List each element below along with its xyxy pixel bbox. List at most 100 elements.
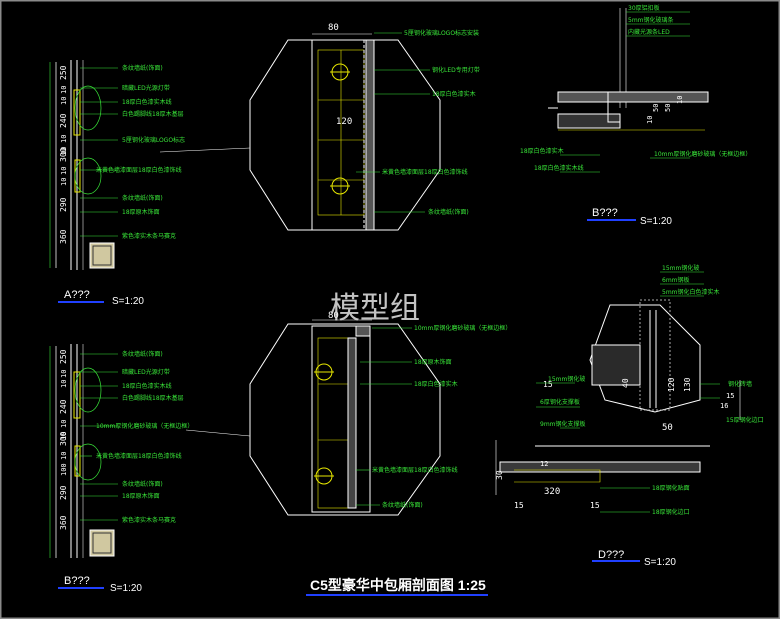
dim-text: 10 [60, 167, 68, 175]
dim-text: 80 [328, 23, 339, 33]
dim-text: 120 [336, 117, 352, 127]
annotation: 18厚原木饰面 [414, 358, 452, 366]
annotation: 18厚原木饰面 [122, 208, 160, 216]
annotation: 米黄色墙漆面层18厚白色漆饰线 [96, 452, 182, 460]
annotation: 18厚白色漆实木 [432, 90, 476, 98]
dim-text: 10 [60, 86, 68, 94]
annotation: 10mm厚钢化磨砂玻璃（无框边框） [414, 324, 511, 332]
dim-text: 290 [59, 485, 68, 500]
detail-scale: S=1:20 [644, 557, 676, 568]
leader-lines-left-bottom [80, 353, 251, 521]
dim-text: 290 [59, 197, 68, 212]
leader-lines-circle-top [356, 32, 430, 213]
dim-text: 360 [59, 515, 68, 530]
dim-text: 50 [662, 423, 673, 433]
drawing-title-block: C5型豪华中包厢剖面图 1:25 [306, 577, 488, 596]
detail-label-b-top: B??? S=1:20 [587, 207, 672, 227]
annotation: 15mm钢化玻 [662, 264, 699, 272]
drawing-title: C5型豪华中包厢剖面图 1:25 [310, 577, 486, 593]
annotation: 18厚白色漆实木 [520, 147, 564, 155]
notes-d: 15mm钢化玻 6mm钢板 5mm钢化白色漆实木 钢化砖墙 15厚钢化边口 15… [540, 264, 764, 516]
annotation: 30厚铝扣板 [628, 4, 660, 12]
annotation: 白色踢脚线18厚木基层 [122, 110, 184, 118]
detail-label: B??? [64, 575, 90, 587]
dim-text: 15 [726, 392, 734, 400]
annotation: 5厘钢化玻璃LOGO标志安装 [404, 29, 479, 37]
section-b-bottom-left [49, 344, 115, 558]
annotation: 18厚钢化边口 [652, 508, 690, 516]
leader-lines-b [560, 11, 690, 173]
notes-left-bottom: 条纹墙纸(饰面) 暗藏LED光源灯带 18厚白色漆实木线 白色踢脚线18厚木基层… [96, 350, 193, 524]
circle-detail-top [249, 33, 441, 231]
dims-left-top: 250 10 10 240 10 10 300 10 10 290 360 [59, 65, 68, 244]
detail-label: D??? [598, 549, 624, 561]
dim-text: 15 [514, 501, 524, 510]
dim-text: 12 [540, 460, 548, 468]
leader-lines-circle-bottom [356, 327, 412, 506]
annotation: 18厚原木饰面 [122, 492, 160, 500]
dim-text: 10 [60, 147, 68, 155]
annotation: 6mm钢板 [662, 276, 690, 284]
dim-text: 10 [60, 370, 68, 378]
dim-text: 50 [652, 104, 660, 112]
leader-lines-d [536, 271, 720, 513]
annotation: 18厚白色漆实木线 [534, 164, 584, 172]
annotation: 15mm钢化玻 [548, 375, 585, 383]
dim-text: 10 [60, 178, 68, 186]
dim-text: 10 [60, 97, 68, 105]
annotation: 白色踢脚线18厚木基层 [122, 394, 184, 402]
annotation: 条纹墙纸(饰面) [122, 194, 163, 202]
annotation: 6厚钢化支撑板 [540, 398, 580, 406]
dim-text: 15 [590, 501, 600, 510]
notes-circle-top: 5厘钢化玻璃LOGO标志安装 钢化LED专用灯带 18厚白色漆实木 米黄色墙漆面… [382, 29, 480, 216]
dim-text: 30 [495, 470, 504, 480]
detail-label-d: D??? S=1:20 [592, 549, 676, 568]
notes-left-top: 条纹墙纸(饰面) 暗藏LED光源灯带 18厚白色漆实木线 白色踢脚线18厚木基层… [96, 64, 185, 240]
detail-scale: S=1:20 [110, 583, 142, 594]
detail-label-a: A??? S=1:20 [58, 289, 144, 307]
annotation: 暗藏LED光源灯带 [122, 368, 170, 376]
detail-label: A??? [64, 289, 90, 301]
watermark: 模型组 [330, 291, 420, 326]
annotation: 18厚白色漆实木线 [122, 382, 172, 390]
annotation: 9mm钢化支撑板 [540, 420, 586, 428]
detail-scale: S=1:20 [640, 216, 672, 227]
dims-d: 15 40 120 130 50 30 12 320 15 15 16 15 [495, 377, 734, 510]
dim-text: 10 [60, 135, 68, 143]
dim-text: 10 [60, 452, 68, 460]
annotation: 18厚白色漆实木线 [122, 98, 172, 106]
detail-label-b-bottom: B??? S=1:20 [58, 575, 142, 594]
dim-text: 100 [60, 463, 68, 476]
annotation: 米黄色墙漆面层18厚白色漆饰线 [372, 466, 458, 474]
dims-left-bottom: 250 10 10 240 10 10 300 10 100 290 360 [59, 349, 68, 530]
dim-text: 250 [59, 65, 68, 80]
dim-text: 10 [676, 96, 684, 104]
dim-text: 80 [328, 311, 339, 321]
dim-text: 320 [544, 487, 560, 497]
dim-text: 300 [59, 431, 68, 446]
dim-text: 40 [621, 378, 630, 388]
annotation: 暗藏LED光源灯带 [122, 84, 170, 92]
annotation: 18厚白色漆实木 [414, 380, 458, 388]
notes-circle-bottom: 10mm厚钢化磨砂玻璃（无框边框） 18厚原木饰面 18厚白色漆实木 米黄色墙漆… [372, 324, 511, 509]
dim-text: 240 [59, 399, 68, 414]
annotation: 条纹墙纸(饰面) [382, 501, 423, 509]
dim-text: 250 [59, 349, 68, 364]
annotation: 紫色漆实木条马赛克 [122, 516, 176, 524]
dim-text: 120 [667, 377, 676, 392]
detail-scale: S=1:20 [112, 296, 144, 307]
circle-detail-bottom [249, 319, 441, 516]
annotation: 条纹墙纸(饰面) [122, 480, 163, 488]
dim-text: 130 [683, 377, 692, 392]
annotation: 10mm厚钢化磨砂玻璃（无框边框） [654, 150, 751, 158]
dim-text: 15 [543, 380, 553, 389]
annotation: 紫色漆实木条马赛克 [122, 232, 176, 240]
dim-text: 10 [60, 432, 68, 440]
dim-text: 16 [720, 402, 728, 410]
dim-text: 10 [60, 420, 68, 428]
dim-text: 240 [59, 113, 68, 128]
notes-b: 30厚铝扣板 5mm钢化玻璃条 内藏光源条LED 18厚白色漆实木 18厚白色漆… [520, 4, 751, 172]
annotation: 条纹墙纸(饰面) [122, 64, 163, 72]
